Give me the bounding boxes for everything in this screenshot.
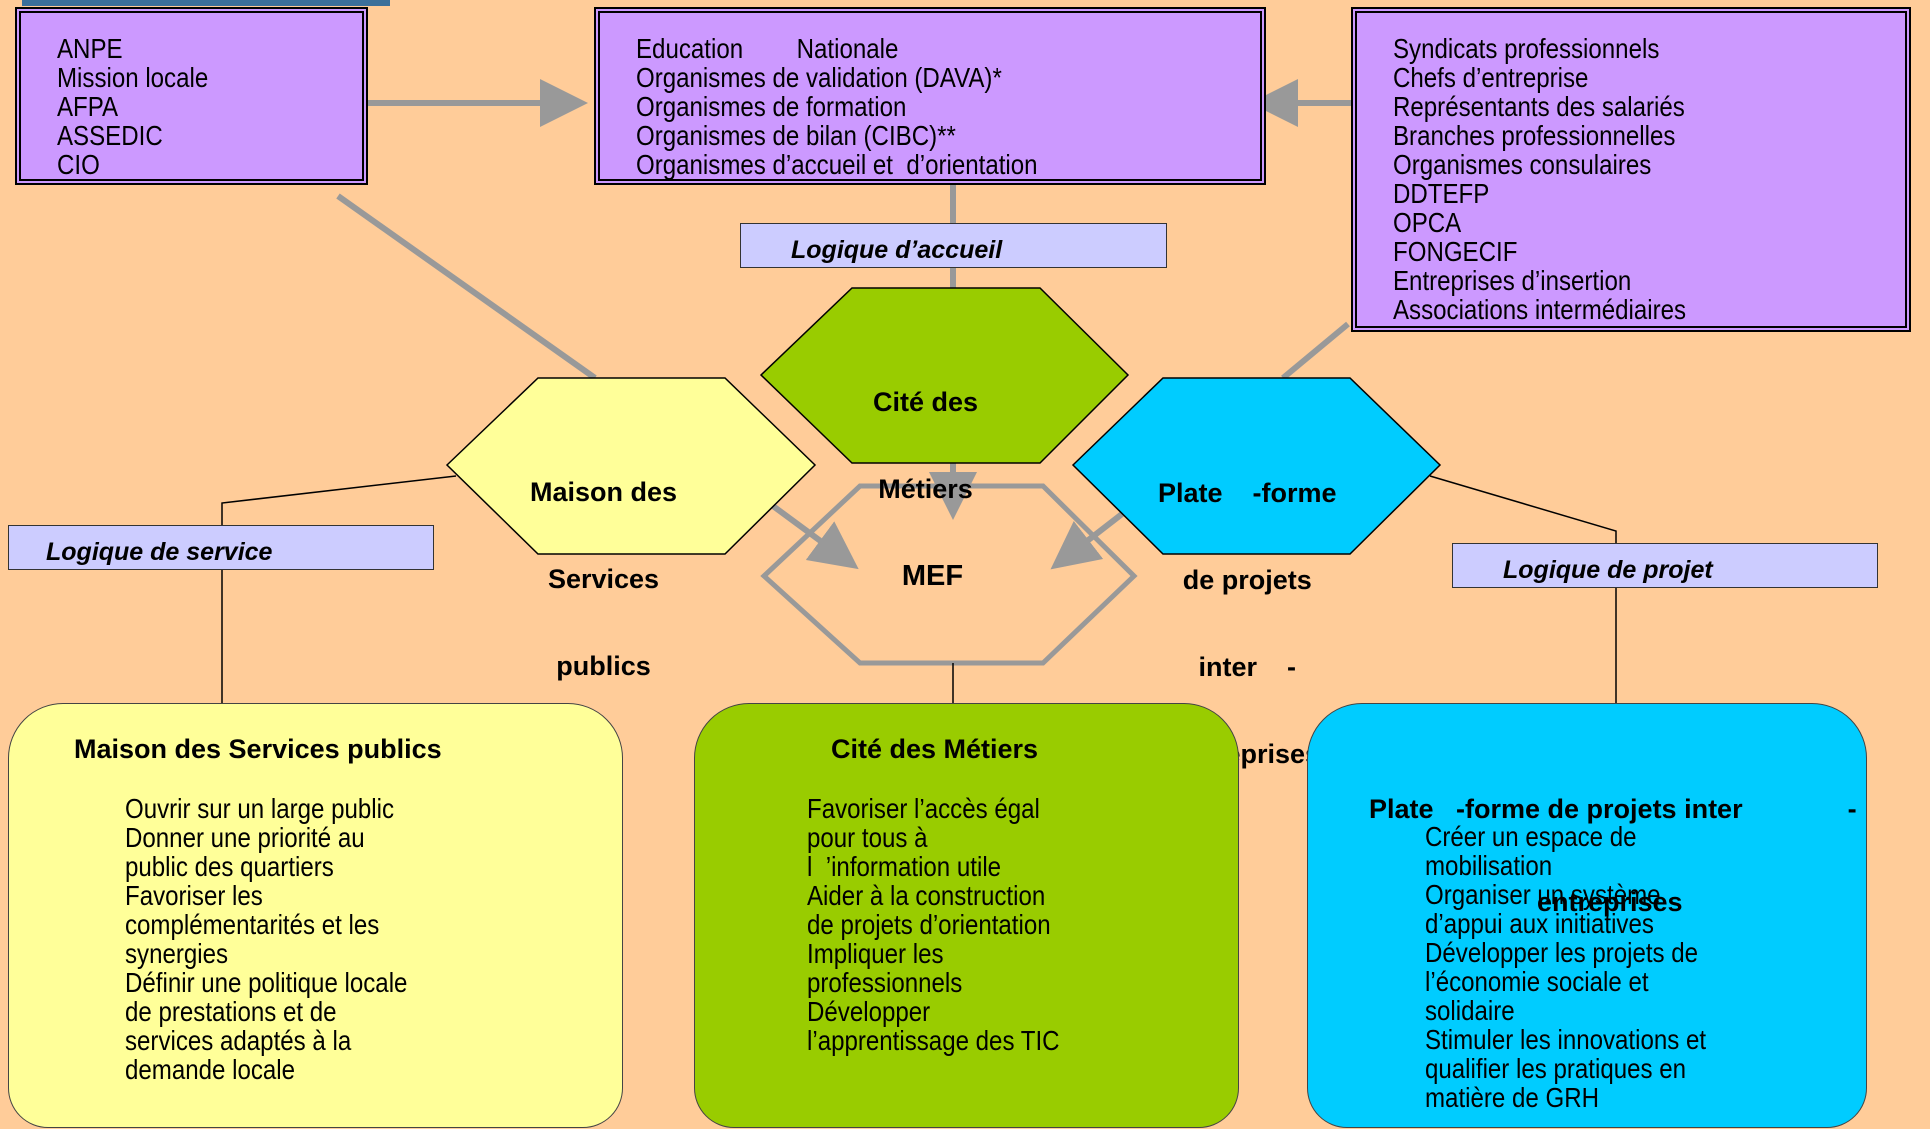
list-item: Impliquer les: [807, 938, 944, 969]
list-item: Organismes d’accueil et d’orientation: [636, 149, 1038, 180]
list-item: l’apprentissage des TIC: [807, 1025, 1060, 1056]
plateforme-detail-title: Plate -forme de projets inter - entrepri…: [1369, 732, 1857, 980]
cite-hexagon: [759, 287, 1130, 464]
list-item: OPCA: [1393, 207, 1462, 238]
list-item: Organismes consulaires: [1393, 149, 1652, 180]
list-item: Entreprises d’insertion: [1393, 265, 1632, 296]
partners-economic-box: Syndicats professionnels Chefs d’entrepr…: [1351, 7, 1911, 332]
title-line: entreprises: [1537, 887, 1683, 917]
list-item: Organismes de bilan (CIBC)**: [636, 120, 956, 151]
list-item: complémentarités et les: [125, 909, 380, 940]
list-item: solidaire: [1425, 995, 1515, 1026]
list-item: Développer: [807, 996, 931, 1027]
maison-detail-list: Ouvrir sur un large public Donner une pr…: [125, 794, 407, 1084]
cite-hex-label: Cité des Métiers: [873, 330, 978, 562]
line-maison-to-service: [221, 475, 457, 526]
list-item: Aider à la construction: [807, 880, 1046, 911]
logo-strip: [22, 0, 390, 6]
hex-label-line: Plate -forme: [1158, 478, 1337, 508]
list-item: Branches professionnelles: [1393, 120, 1676, 151]
plateforme-detail-box: Plate -forme de projets inter - entrepri…: [1307, 703, 1867, 1128]
hex-label-line: Services: [547, 564, 660, 594]
list-item: de projets d’orientation: [807, 909, 1051, 940]
label-logique-accueil: Logique d’accueil: [740, 223, 1167, 268]
partners-public-list: ANPE Mission locale AFPA ASSEDIC CIO: [57, 34, 208, 179]
list-item: Développer les projets de: [1425, 937, 1699, 968]
list-item: services adaptés à la: [125, 1025, 352, 1056]
list-item: d’appui aux initiatives: [1425, 908, 1654, 939]
list-item: de prestations et de: [125, 996, 337, 1027]
list-item: public des quartiers: [125, 851, 334, 882]
list-item: Représentants des salariés: [1393, 91, 1685, 122]
label-text: Logique de service: [46, 538, 273, 566]
label-text: Logique de projet: [1503, 556, 1713, 584]
link-right-box-to-plateforme: [1281, 321, 1350, 381]
list-item: ASSEDIC: [57, 120, 163, 151]
list-item: Associations intermédiaires: [1393, 294, 1687, 325]
list-item: demande locale: [125, 1054, 296, 1085]
list-item: Créer un espace de: [1425, 821, 1637, 852]
label-logique-projet: Logique de projet: [1452, 543, 1878, 588]
partners-education-list: Education Nationale Organismes de valida…: [636, 34, 1038, 179]
mef-label: MEF: [901, 560, 964, 592]
list-item: Chefs d’entreprise: [1393, 62, 1589, 93]
list-item: Organiser un système: [1425, 879, 1661, 910]
hex-label-line: publics: [556, 651, 651, 681]
partners-economic-list: Syndicats professionnels Chefs d’entrepr…: [1393, 34, 1686, 324]
list-item: Favoriser l’accès égal: [807, 793, 1040, 824]
hex-label-line: Cité des: [873, 387, 979, 417]
cite-detail-box: Cité des Métiers Favoriser l’accès égal …: [694, 703, 1239, 1128]
list-item: FONGECIF: [1393, 236, 1518, 267]
list-item: Mission locale: [57, 62, 209, 93]
list-item: Organismes de formation: [636, 91, 907, 122]
hex-label-line: inter -: [1198, 652, 1297, 682]
partners-education-box: Education Nationale Organismes de valida…: [594, 7, 1266, 185]
list-item: Syndicats professionnels: [1393, 33, 1660, 64]
hex-label-line: Maison des: [530, 477, 678, 507]
label-logique-service: Logique de service: [8, 525, 434, 570]
line-plateforme-to-projet: [1429, 475, 1617, 544]
maison-hexagon: [445, 377, 817, 555]
list-item: mobilisation: [1425, 850, 1553, 881]
list-item: ANPE: [57, 33, 123, 64]
list-item: Education Nationale: [636, 33, 899, 64]
list-item: Définir une politique locale: [125, 967, 408, 998]
list-item: matière de GRH: [1425, 1082, 1599, 1113]
maison-detail-box: Maison des Services publics Ouvrir sur u…: [8, 703, 623, 1128]
arrow-maison-to-mef: [771, 503, 859, 570]
list-item: Ouvrir sur un large public: [125, 793, 395, 824]
plateforme-hexagon: [1071, 377, 1442, 555]
cite-detail-title: Cité des Métiers: [831, 734, 1039, 764]
link-left-box-to-maison: [336, 193, 597, 381]
list-item: qualifier les pratiques en: [1425, 1053, 1687, 1084]
list-item: Donner une priorité au: [125, 822, 365, 853]
list-item: pour tous à: [807, 822, 928, 853]
hex-label-line: de projets: [1182, 565, 1312, 595]
list-item: l’économie sociale et: [1425, 966, 1649, 997]
list-item: AFPA: [57, 91, 119, 122]
label-text: Logique d’accueil: [791, 236, 1003, 264]
list-item: Organismes de validation (DAVA)*: [636, 62, 1002, 93]
list-item: Stimuler les innovations et: [1425, 1024, 1707, 1055]
plateforme-hex-label: Plate -forme de projets inter - entrepri…: [1158, 421, 1337, 827]
list-item: Favoriser les: [125, 880, 263, 911]
maison-detail-title: Maison des Services publics: [74, 734, 442, 764]
arrow-plateforme-to-mef: [1050, 511, 1124, 570]
partners-public-box: ANPE Mission locale AFPA ASSEDIC CIO: [15, 7, 368, 185]
list-item: l ’information utile: [807, 851, 1002, 882]
list-item: professionnels: [807, 967, 963, 998]
list-item: DDTEFP: [1393, 178, 1490, 209]
title-line: Plate -forme de projets inter -: [1369, 794, 1857, 824]
plateforme-detail-list: Créer un espace de mobilisation Organise…: [1425, 822, 1706, 1112]
maison-hex-label: Maison des Services publics: [530, 420, 677, 739]
list-item: CIO: [57, 149, 100, 180]
cite-detail-list: Favoriser l’accès égal pour tous à l ’in…: [807, 794, 1060, 1055]
hex-label-line: Métiers: [878, 474, 973, 504]
list-item: synergies: [125, 938, 229, 969]
